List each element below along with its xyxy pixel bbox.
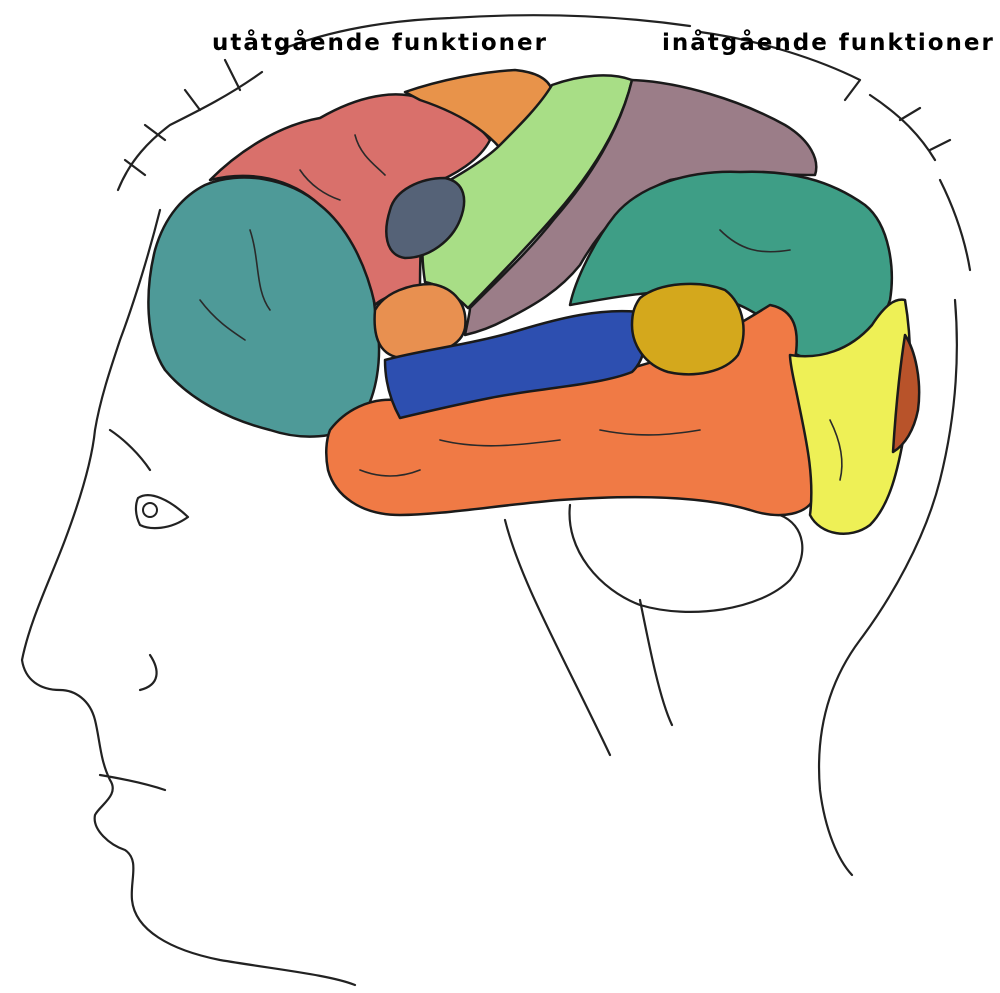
- region-mustard: [632, 284, 744, 374]
- label-incoming-functions: inåtgående funktioner: [662, 30, 995, 56]
- brainstem-outline-2: [640, 600, 672, 725]
- eye-pupil-icon: [143, 503, 157, 517]
- nostril-line: [140, 655, 157, 690]
- cerebellum-outline: [570, 505, 803, 612]
- brainstem-outline: [505, 520, 610, 755]
- brow-line: [110, 430, 150, 470]
- lip-line: [100, 775, 165, 790]
- label-outgoing-functions: utåtgående funktioner: [212, 30, 548, 56]
